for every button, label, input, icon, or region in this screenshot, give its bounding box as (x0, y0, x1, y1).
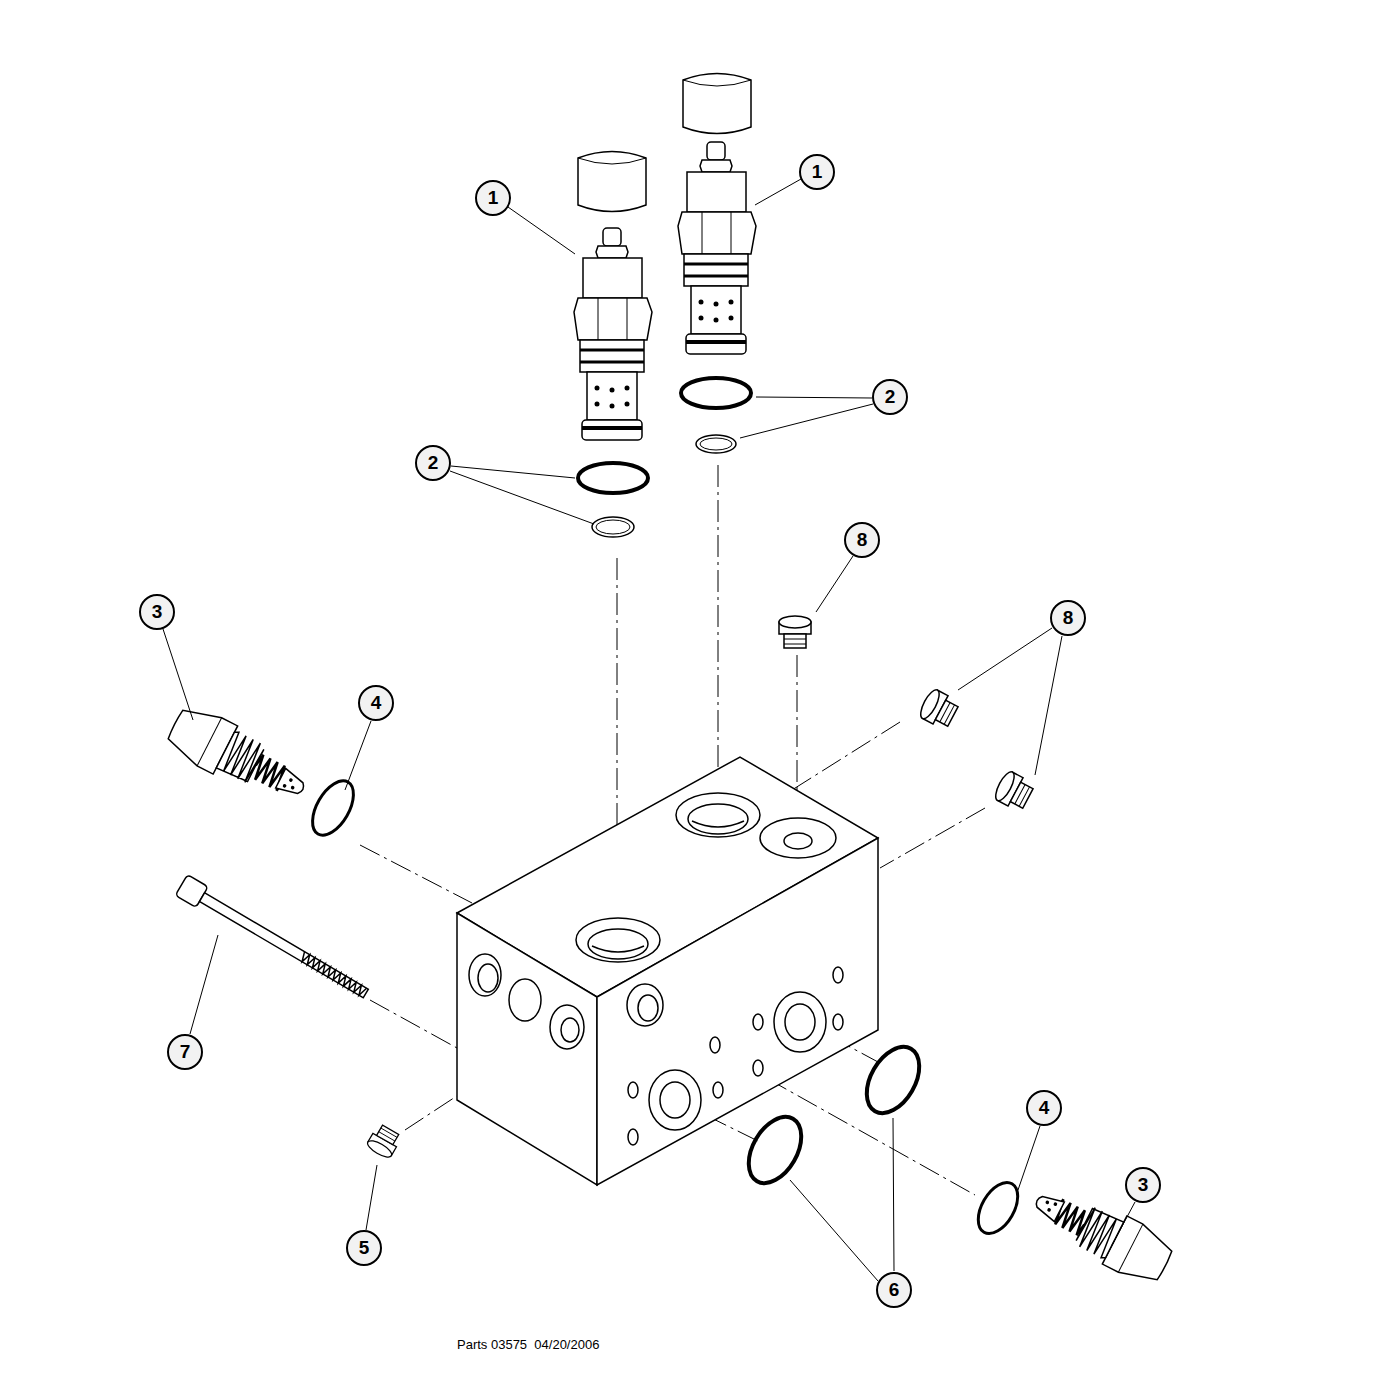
o-rings-part (970, 1176, 1026, 1240)
leader-lines-part (1035, 636, 1062, 775)
cartridge-valves-part (574, 228, 652, 440)
leader-lines-part (756, 397, 872, 398)
callout-number: 8 (1050, 600, 1086, 636)
leader-lines-part (958, 628, 1052, 690)
cartridge-valves (574, 142, 756, 440)
manifold-block-part (597, 838, 878, 1185)
manifold-block-part (692, 821, 744, 827)
manifold-block-part (457, 913, 597, 1185)
leader-lines-part (1018, 1126, 1040, 1190)
callout-number: 5 (346, 1230, 382, 1266)
leader-lines-part (790, 1180, 878, 1281)
center-lines (360, 465, 985, 1195)
callout-number: 2 (415, 445, 451, 481)
callout-number: 3 (139, 594, 175, 630)
callout-number: 3 (1125, 1167, 1161, 1203)
port-plugs-part (992, 769, 1035, 812)
manifold-block-part (561, 1018, 579, 1042)
manifold-block-part (710, 1037, 720, 1053)
center-lines-part (360, 845, 472, 903)
manifold-block-part (576, 918, 660, 962)
manifold-block-part (478, 964, 498, 992)
manifold-block-part (833, 1014, 843, 1030)
cartridge-valves-part (678, 142, 756, 354)
leader-lines-part (508, 207, 575, 254)
leader-lines-part (345, 721, 371, 790)
relief-valves-part (162, 700, 315, 813)
drawing-note: Parts 03575 04/20/2006 (457, 1337, 599, 1352)
manifold-block-part (774, 992, 826, 1052)
port-plugs-part (917, 687, 960, 730)
port-plugs-part (365, 1123, 402, 1160)
leader-lines-part (163, 629, 193, 720)
leader-lines-part (816, 556, 853, 612)
cap-screw-part (200, 893, 369, 998)
o-rings-part (738, 1108, 812, 1192)
valve-caps-part (683, 74, 751, 134)
o-rings-part (304, 774, 362, 842)
relief-valves (162, 700, 1177, 1290)
leader-lines-part (366, 1165, 377, 1230)
manifold-block-part (784, 833, 812, 849)
o-rings-part (696, 435, 736, 453)
leader-lines-part (450, 471, 594, 524)
center-lines-part (792, 722, 900, 790)
center-lines-part (370, 1000, 457, 1048)
callout-number: 4 (358, 685, 394, 721)
manifold-block-part (649, 1070, 701, 1130)
o-rings-part (592, 517, 634, 537)
manifold-block-part (713, 1082, 723, 1098)
manifold-block-part (592, 946, 644, 952)
manifold-block-part (627, 984, 663, 1026)
leader-lines-part (755, 179, 801, 205)
callout-number: 2 (872, 379, 908, 415)
manifold-block-part (628, 1129, 638, 1145)
manifold-block-part (588, 929, 648, 959)
manifold-block (457, 757, 878, 1185)
callout-number: 4 (1026, 1090, 1062, 1126)
port-plugs (365, 616, 1035, 1160)
o-rings-part (596, 520, 630, 534)
leader-lines (163, 179, 1135, 1281)
callout-number: 1 (799, 154, 835, 190)
cap-screw (175, 875, 372, 1004)
callout-number: 1 (475, 180, 511, 216)
o-rings-part (700, 438, 732, 450)
valve-caps-part (578, 152, 646, 212)
manifold-block-part (753, 1014, 763, 1030)
leader-lines-part (451, 466, 575, 478)
manifold-block-part (676, 793, 760, 837)
o-rings-part (856, 1038, 930, 1122)
callout-number: 8 (844, 522, 880, 558)
o-rings (304, 378, 1026, 1240)
manifold-block-part (660, 1082, 690, 1118)
callout-number: 7 (167, 1034, 203, 1070)
port-plugs-part (779, 616, 811, 648)
manifold-block-part (628, 1082, 638, 1098)
manifold-block-part (760, 818, 836, 858)
o-rings-part (578, 463, 648, 493)
manifold-block-part (753, 1060, 763, 1076)
cap-screw-part (299, 952, 366, 997)
manifold-block-part (688, 804, 748, 834)
callout-number: 6 (876, 1272, 912, 1308)
leader-lines-part (740, 404, 873, 438)
center-lines-part (880, 808, 985, 868)
leader-lines-part (893, 1118, 894, 1271)
manifold-block-part (469, 954, 501, 996)
valve-caps (578, 74, 751, 212)
o-rings-part (681, 378, 751, 408)
manifold-block-part (833, 967, 843, 983)
manifold-block-part (785, 1004, 815, 1040)
leader-lines-part (190, 935, 218, 1034)
manifold-block-part (509, 979, 541, 1021)
manifold-block-part (550, 1005, 584, 1049)
manifold-block-part (638, 995, 658, 1021)
leader-lines-part (1112, 1202, 1135, 1245)
